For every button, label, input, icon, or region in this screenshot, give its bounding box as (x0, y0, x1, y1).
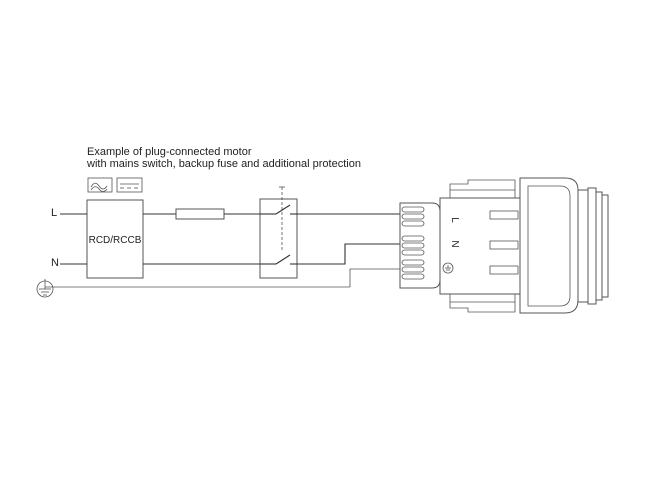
caption-line-2: with mains switch, backup fuse and addit… (87, 158, 361, 170)
earth-ground-icon (36, 279, 54, 298)
rcd-box (86, 199, 144, 279)
dc-pulse-icon (116, 177, 143, 193)
connector-pin-l-label: L (449, 217, 460, 223)
rcd-label: RCD/RCCB (89, 235, 142, 246)
terminal-n-label: N (51, 257, 59, 269)
ac-sine-icon (87, 177, 113, 193)
connector-pin-n-label: N (449, 240, 460, 247)
plug-connector (399, 177, 609, 314)
protective-earth-icon (442, 262, 454, 274)
caption-line-1: Example of plug-connected motor (87, 146, 252, 158)
mains-switch (259, 186, 298, 279)
grip-ribs (401, 206, 425, 280)
terminal-l-label: L (51, 207, 57, 219)
backup-fuse (175, 208, 225, 220)
